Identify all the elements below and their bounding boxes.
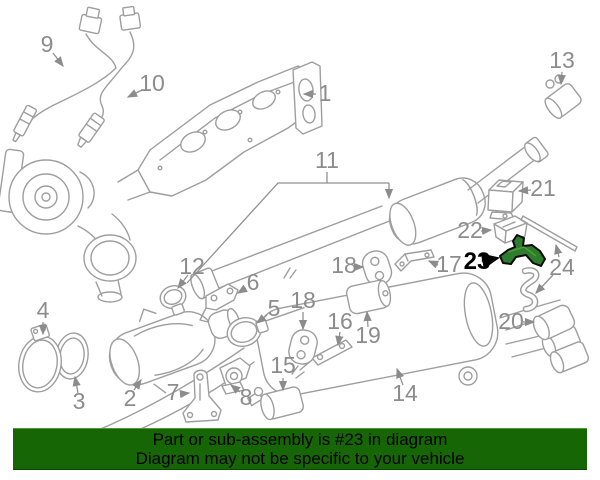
part-tailpipe-tip <box>532 304 576 341</box>
part-label-16: 16 <box>327 308 353 334</box>
part-rubber-hanger-left <box>288 329 318 365</box>
part-label-21: 21 <box>530 175 556 201</box>
part-bracket-22 <box>493 215 528 244</box>
part-hanger-rod-and-hook <box>520 215 578 313</box>
part-label-10: 10 <box>139 70 165 96</box>
part-label-3: 3 <box>73 388 86 414</box>
part-label-15: 15 <box>270 352 296 378</box>
part-support-bracket <box>182 369 222 423</box>
part-label-19: 19 <box>355 322 381 348</box>
part-label-17: 17 <box>436 251 462 277</box>
part-label-9: 9 <box>41 31 54 57</box>
part-label-12: 12 <box>179 253 205 279</box>
part-label-6: 6 <box>247 269 260 295</box>
part-center-pipe-resonator <box>190 136 549 300</box>
part-label-2: 2 <box>124 385 137 411</box>
leader-lines <box>38 52 566 399</box>
part-label-13: 13 <box>549 47 575 73</box>
info-banner: Part or sub-assembly is #23 in diagram D… <box>13 428 587 470</box>
part-bracket-17 <box>394 249 435 272</box>
part-label-20: 20 <box>498 308 524 334</box>
part-label-18-left: 18 <box>290 287 316 313</box>
part-gasket-ring <box>55 332 89 380</box>
part-rubber-hanger-top <box>361 250 393 286</box>
part-catalytic-converter <box>108 307 241 394</box>
part-clamp-5 <box>226 316 269 348</box>
part-sleeve-clamp-13 <box>544 74 582 119</box>
part-label-1: 1 <box>319 80 332 106</box>
part-label-22: 22 <box>457 217 483 243</box>
part-label-23-highlighted: 23 <box>464 248 491 275</box>
part-number-labels: 1 2 3 4 5 6 7 8 9 10 11 12 13 14 15 16 1… <box>37 31 575 414</box>
part-label-7: 7 <box>167 379 180 405</box>
part-label-24: 24 <box>549 254 575 280</box>
part-sleeve-clamp-15 <box>247 386 305 421</box>
part-rubber-mount-21 <box>487 179 524 221</box>
part-label-11: 11 <box>315 147 339 173</box>
part-label-5: 5 <box>268 295 281 321</box>
part-label-4: 4 <box>37 297 50 323</box>
part-oxygen-sensor-rear <box>77 5 142 148</box>
part-label-8: 8 <box>240 384 253 410</box>
part-bracket-6 <box>199 283 239 323</box>
banner-line-2: Diagram may not be specific to your vehi… <box>135 449 465 468</box>
part-band-clamp <box>18 323 62 393</box>
banner-line-1: Part or sub-assembly is #23 in diagram <box>152 430 448 449</box>
part-exhaust-manifold-turbo <box>0 61 323 303</box>
part-23-holder-highlighted <box>499 234 546 267</box>
part-label-18-top: 18 <box>331 252 357 278</box>
part-pipe-clamp-12 <box>159 285 187 316</box>
part-oxygen-sensor-front <box>12 6 117 143</box>
part-label-14: 14 <box>392 380 418 406</box>
